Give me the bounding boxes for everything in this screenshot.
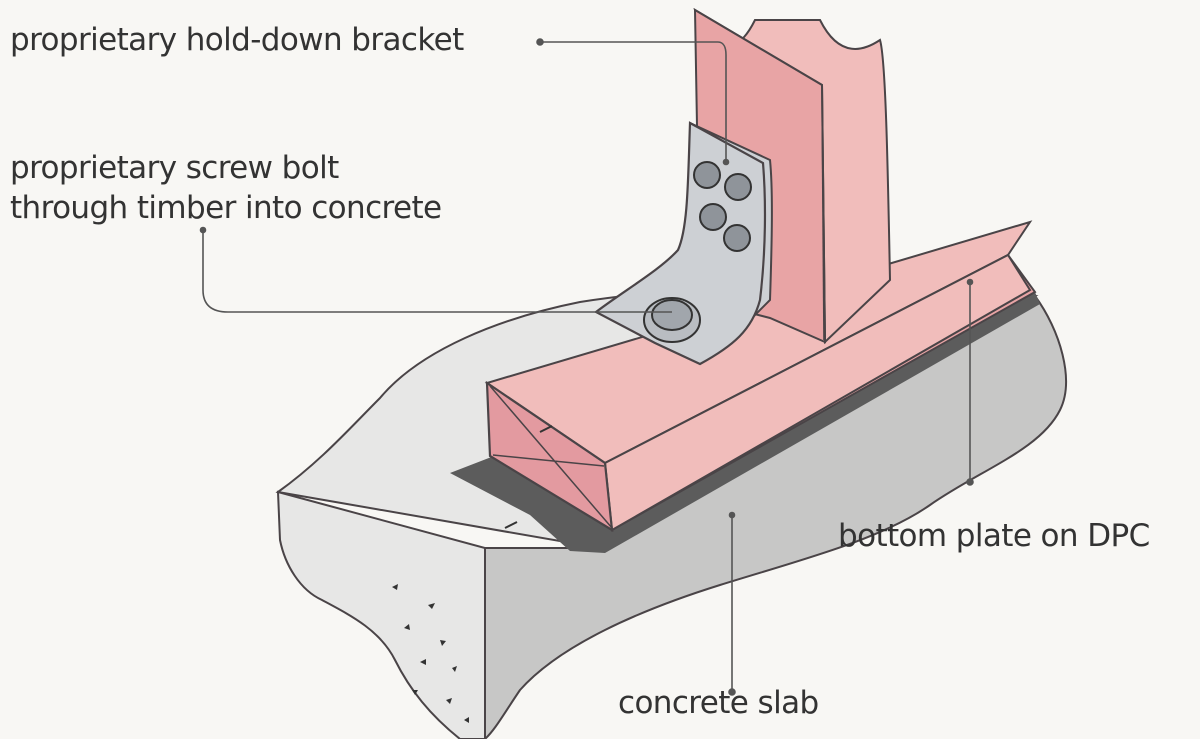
screw-head-icon xyxy=(693,161,721,189)
screw-head-icon xyxy=(699,203,727,231)
leader-dot-icon xyxy=(728,511,736,519)
leader-lines xyxy=(199,38,974,696)
hold-down-bracket xyxy=(593,121,773,366)
aggregate-marks xyxy=(392,584,469,723)
leader-dot-icon xyxy=(722,158,730,166)
label-bracket-text: proprietary hold-down bracket xyxy=(10,22,464,58)
label-slab: concrete slab xyxy=(618,683,819,723)
leader-dot-icon xyxy=(199,226,207,234)
label-bottom-plate: bottom plate on DPC xyxy=(838,516,1150,556)
dimension-ticks xyxy=(504,425,553,529)
screw-head-icon xyxy=(724,173,752,201)
end-grain-cross xyxy=(489,385,613,529)
bracket-screw-heads xyxy=(693,161,752,252)
leader-dot-icon xyxy=(966,478,974,486)
screw-head-icon xyxy=(723,224,751,252)
leader-dot-icon xyxy=(966,278,974,286)
label-screw-bolt: proprietary screw bolt through timber in… xyxy=(10,148,442,228)
label-screw-bolt-line2: through timber into concrete xyxy=(10,190,442,226)
bolt-head-icon xyxy=(651,299,693,331)
stud-grain-line xyxy=(821,89,825,341)
leader-dot-icon xyxy=(536,38,544,46)
label-bottom-plate-text: bottom plate on DPC xyxy=(838,518,1150,554)
label-slab-text: concrete slab xyxy=(618,685,819,721)
slab-side-face xyxy=(480,294,1067,739)
leader-dot-icon xyxy=(728,688,736,696)
label-screw-bolt-line1: proprietary screw bolt xyxy=(10,150,339,186)
screw-bolt xyxy=(643,297,701,343)
slab-end-face xyxy=(276,490,486,739)
leader-bracket xyxy=(540,41,727,160)
leader-screw-bolt xyxy=(202,230,672,313)
label-bracket: proprietary hold-down bracket xyxy=(10,20,464,60)
bracket-plate xyxy=(593,121,767,366)
